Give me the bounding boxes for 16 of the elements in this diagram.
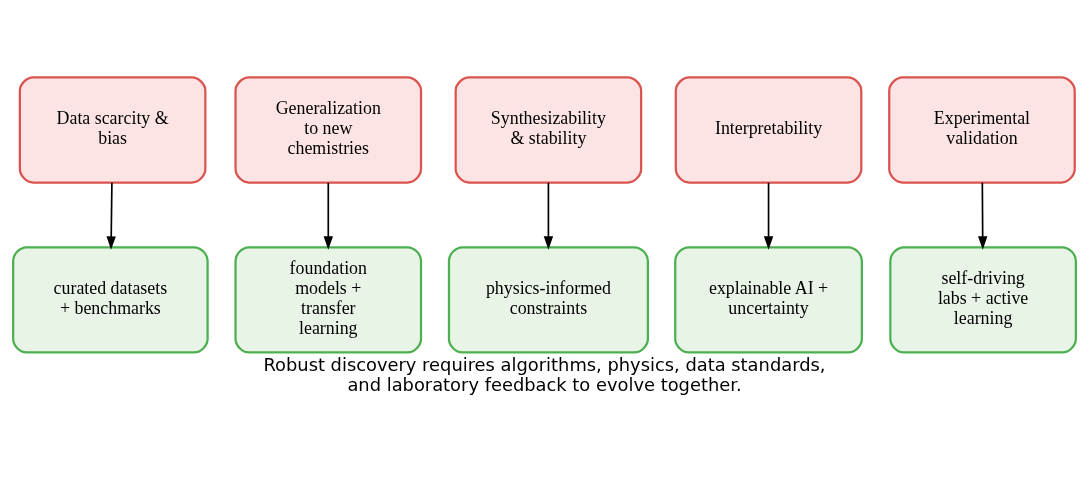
arrow — [543, 181, 554, 250]
arrow — [978, 181, 988, 250]
node-box: Generalization to new chemistries — [234, 76, 423, 184]
node-box: Data scarcity & bias — [18, 76, 207, 184]
node-box: Interpretability — [674, 76, 863, 184]
node-box: Synthesizability & stability — [454, 76, 643, 184]
arrow — [763, 181, 774, 250]
node-box: self-driving labs + active learning — [889, 246, 1077, 354]
node-box: Experimental validation — [888, 76, 1076, 184]
node-box: explainable AI + uncertainty — [674, 246, 863, 354]
node-box: physics-informed constraints — [447, 246, 649, 354]
arrow — [106, 181, 116, 250]
arrow — [323, 181, 333, 250]
node-box: curated datasets + benchmarks — [12, 246, 209, 354]
node-box: foundation models + transfer learning — [234, 246, 423, 354]
caption: Robust discovery requires algorithms, physics, data standards, and laboratory feedback to evolve together. — [263, 354, 826, 396]
